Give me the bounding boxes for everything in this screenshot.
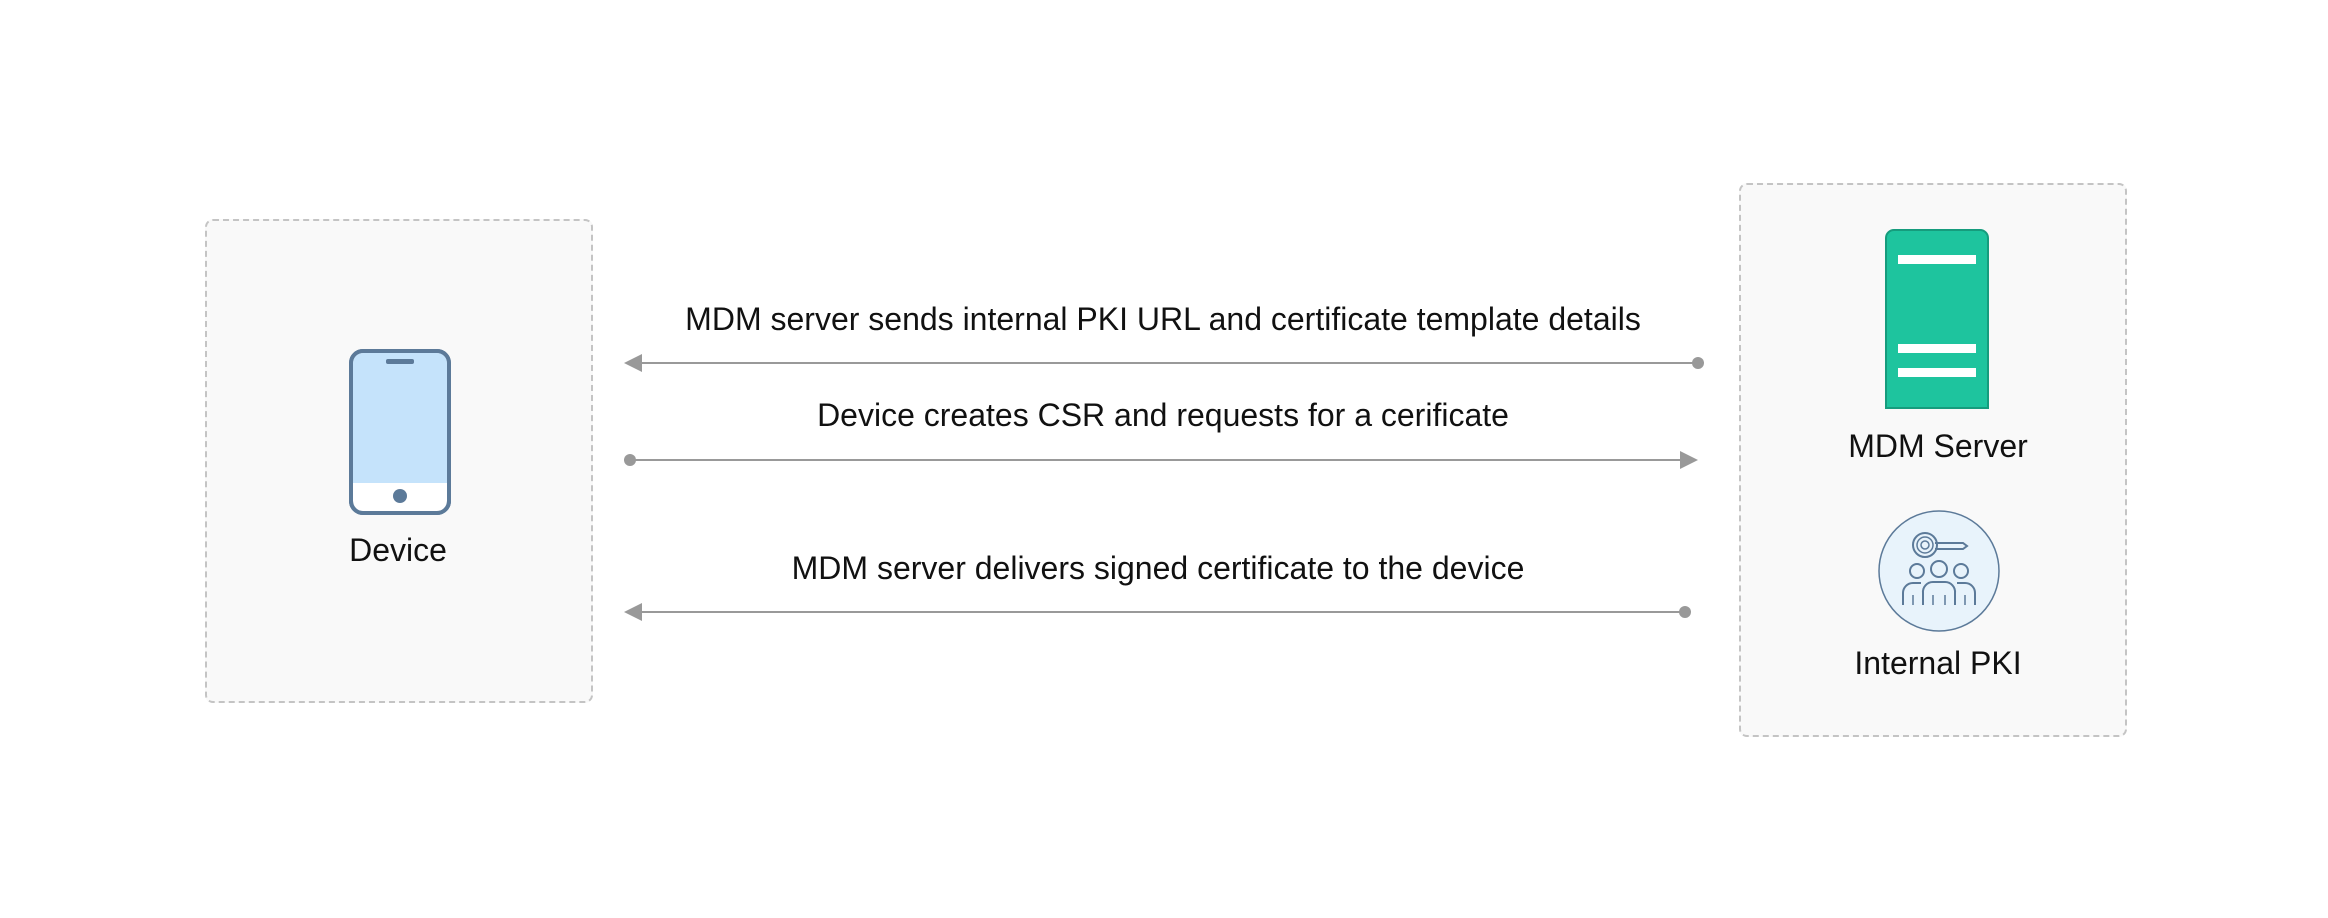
device-label: Device <box>349 532 447 568</box>
server-icon <box>1885 229 1989 409</box>
message-3-label: MDM server delivers signed certificate t… <box>791 550 1525 586</box>
smartphone-icon <box>349 349 451 515</box>
internal-pki-label: Internal PKI <box>1854 645 2022 681</box>
message-2-label: Device creates CSR and requests for a ce… <box>817 397 1509 433</box>
message-1-label: MDM server sends internal PKI URL and ce… <box>685 301 1641 337</box>
arrow-msg-2 <box>624 451 1698 469</box>
pki-group-key-icon <box>1878 510 2000 632</box>
arrow-msg-1 <box>624 354 1704 372</box>
arrow-msg-3 <box>624 603 1691 621</box>
mdm-server-label: MDM Server <box>1848 428 2028 464</box>
